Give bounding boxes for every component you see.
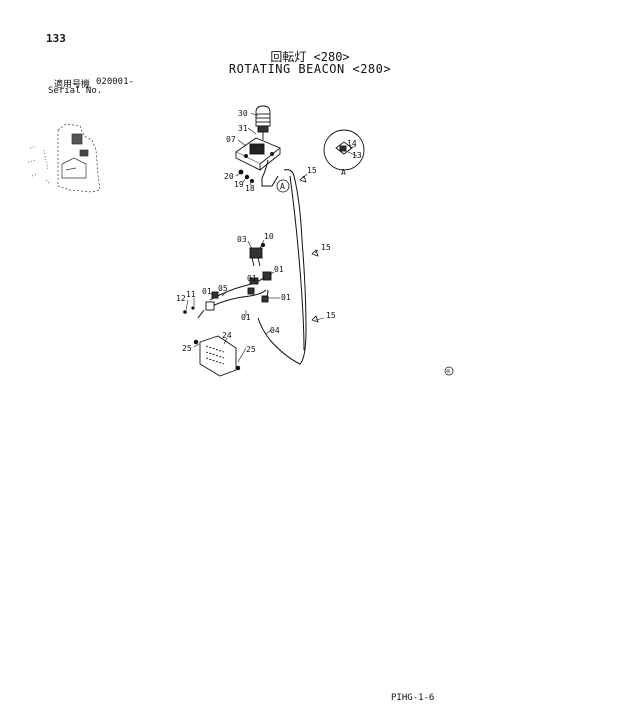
label-part-05: 05: [218, 284, 228, 293]
serial-label-japanese: 適用号機: [54, 80, 91, 90]
label-part-11: 11: [186, 290, 196, 299]
label-part-15-low: 15: [326, 311, 336, 320]
registered-symbol: ®: [444, 366, 454, 376]
label-part-01-a: 01: [274, 265, 284, 274]
label-part-15-mid: 15: [321, 243, 331, 252]
footer-code: PIHG-1-6: [391, 693, 435, 703]
label-part-01-e: 01: [241, 313, 251, 322]
label-part-20: 20: [224, 172, 234, 181]
bolts-12-11: [183, 306, 195, 314]
label-part-12: 12: [176, 294, 186, 303]
label-part-25-right: 25: [246, 345, 256, 354]
label-part-07: 07: [226, 135, 236, 144]
label-part-04: 04: [270, 326, 280, 335]
switch-panel-24: [193, 335, 241, 377]
label-callout-a: A: [280, 182, 285, 191]
label-part-30: 30: [238, 109, 248, 118]
leader-lines: [185, 112, 358, 363]
label-part-03: 03: [237, 235, 247, 244]
label-part-13: 13: [352, 151, 362, 160]
label-part-10: 10: [264, 232, 274, 241]
label-part-18: 18: [245, 184, 255, 193]
label-part-01-b: 01: [247, 274, 257, 283]
label-part-01-c: 01: [281, 293, 291, 302]
serial-label-english: Serial No.: [48, 86, 103, 96]
label-part-24: 24: [222, 331, 232, 340]
machine-thumbnail: [27, 123, 101, 193]
label-part-19: 19: [234, 180, 244, 189]
serial-value: 020001-: [96, 77, 134, 87]
label-part-15-top: 15: [307, 166, 317, 175]
clips-15: [299, 175, 319, 323]
detail-a-view: [323, 129, 365, 171]
label-detail-a: A: [341, 168, 346, 177]
registered-symbol-glyph: ®: [447, 369, 451, 376]
title-english: ROTATING BEACON <280>: [228, 62, 392, 76]
label-part-25-left: 25: [182, 344, 192, 353]
mounting-bracket: [235, 137, 281, 171]
label-part-14: 14: [347, 139, 357, 148]
connectors-01: [205, 271, 272, 311]
callout-a-circle: [276, 179, 290, 193]
label-part-01-d: 01: [202, 287, 212, 296]
page-number: 133: [46, 32, 66, 45]
title-japanese: 回転灯 <280>: [270, 50, 350, 64]
label-part-31: 31: [238, 124, 248, 133]
beacon-lamp: [255, 105, 271, 140]
relay-03: [249, 242, 266, 267]
